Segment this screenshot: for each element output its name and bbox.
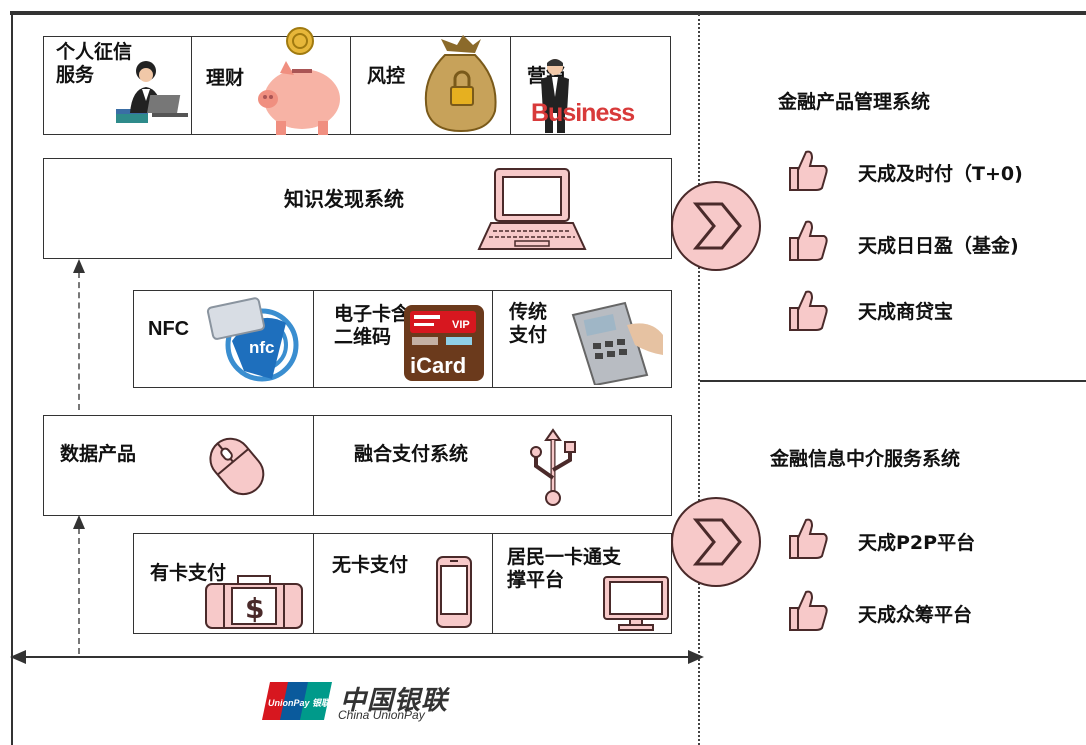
payment-box-card: 有卡支付 $ — [133, 533, 315, 634]
service-label-risk: 风控 — [367, 65, 406, 87]
payment-box-citizen-card: 居民一卡通支撑平台 — [492, 533, 672, 634]
nfc-art-text: nfc — [249, 338, 275, 357]
payment-label-card: 有卡支付 — [150, 562, 227, 584]
icard-art-text: iCard — [410, 353, 466, 378]
usb-icon — [530, 428, 576, 506]
service-box-risk: 风控 — [350, 35, 512, 135]
service-box-credit: 个人征信服务 — [43, 36, 193, 135]
product-item-t0: 天成及时付（T+0) — [858, 163, 1023, 185]
knowledge-discovery-label: 知识发现系统 — [284, 187, 404, 211]
thumbs-up-icon — [789, 290, 828, 331]
laptop-icon — [477, 168, 587, 250]
service-box-marketing: 营销 Business — [510, 36, 671, 135]
service-box-wealth: 理财 — [191, 27, 352, 135]
fusion-payment-label: 融合支付系统 — [354, 443, 469, 465]
platform-arrow-right — [688, 650, 704, 664]
top-border-line — [10, 11, 1086, 15]
mouse-icon — [209, 437, 265, 496]
monitor-icon — [603, 576, 669, 631]
top-border — [0, 0, 1086, 14]
payment-box-nfc: NFC nfc — [133, 290, 315, 388]
svg-text:$: $ — [245, 592, 264, 625]
right-section-divider — [700, 380, 1086, 382]
smartphone-icon — [436, 556, 472, 628]
section-title-intermediary: 金融信息中介服务系统 — [770, 448, 961, 470]
unionpay-brand-cn: 中国银联 — [340, 686, 449, 716]
platform-arrow-left — [10, 650, 26, 664]
thumbs-up-icon — [789, 590, 828, 631]
section-title-product-mgmt: 金融产品管理系统 — [778, 91, 931, 113]
payment-box-ecard: 电子卡含二维码 VIP iCard — [313, 290, 494, 388]
product-item-fund: 天成日日盈（基金) — [858, 235, 1019, 257]
nfc-phone-icon: nfc — [206, 297, 299, 382]
pos-terminal-icon — [571, 301, 663, 385]
icard-icon: VIP iCard — [404, 305, 484, 381]
payment-box-cardless: 无卡支付 — [313, 533, 494, 634]
vip-art-text: VIP — [452, 319, 470, 331]
product-item-loan: 天成商贷宝 — [858, 301, 954, 323]
payment-label-cardless: 无卡支付 — [332, 554, 409, 576]
data-product-label: 数据产品 — [60, 443, 137, 465]
payment-label-ecard: 电子卡含二维码 — [334, 303, 411, 348]
chevron-connector-bottom — [671, 497, 761, 587]
intermediary-item-p2p: 天成P2P平台 — [858, 532, 976, 554]
piggy-bank-icon — [258, 27, 340, 135]
intermediary-item-crowdfunding: 天成众筹平台 — [858, 604, 973, 626]
unionpay-logo: UnionPay 银联 — [262, 682, 332, 720]
service-label-wealth: 理财 — [206, 67, 245, 89]
fusion-payment-box: 融合支付系统 — [313, 415, 672, 516]
thumbs-up-icon — [789, 518, 828, 559]
platform-arrow-line — [14, 656, 698, 658]
unionpay-brand-en: China UnionPay — [338, 708, 425, 722]
divider-dotted — [698, 14, 700, 745]
payment-label-nfc: NFC — [148, 318, 190, 340]
money-bag-lock-icon — [424, 35, 497, 133]
arrow-head-upper — [73, 259, 85, 273]
business-man-icon — [541, 59, 569, 133]
arrow-head-lower — [73, 515, 85, 529]
arrow-line-upper — [78, 272, 80, 410]
thumbs-up-icon — [789, 220, 828, 261]
data-product-box: 数据产品 — [43, 415, 315, 516]
wallet-icon: $ — [205, 575, 303, 629]
chevron-connector-top — [671, 181, 761, 271]
payment-label-traditional: 传统支付 — [509, 301, 548, 346]
business-art-text: Business — [531, 99, 635, 127]
business-woman-laptop-icon — [116, 61, 188, 123]
thumbs-up-icon — [789, 150, 828, 191]
payment-label-citizen-card: 居民一卡通支撑平台 — [507, 546, 622, 591]
service-label-credit: 个人征信服务 — [56, 41, 133, 86]
arrow-line-lower — [78, 528, 80, 654]
payment-box-traditional: 传统支付 — [492, 290, 672, 388]
left-border — [11, 12, 13, 745]
knowledge-discovery-box: 知识发现系统 — [43, 158, 672, 259]
unionpay-logo-text: UnionPay 银联 — [268, 698, 332, 708]
